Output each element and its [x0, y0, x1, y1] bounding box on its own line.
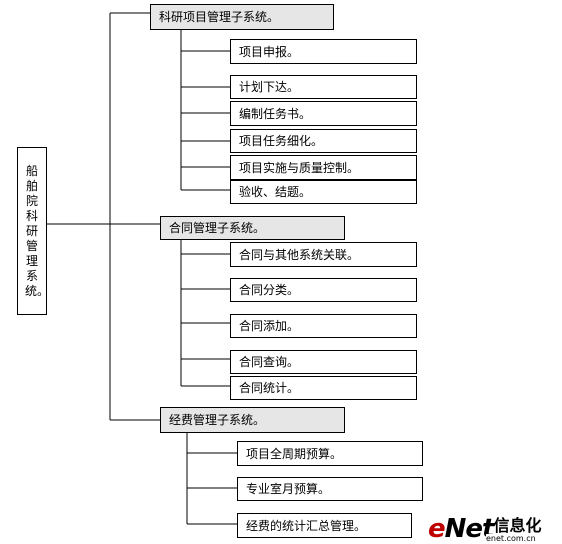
item-node: 合同分类。: [230, 278, 417, 302]
enet-watermark-logo: eNet信息化 enet.com.cn: [428, 512, 541, 544]
item-label: 编制任务书。: [239, 106, 312, 121]
subsystem-label: 科研项目管理子系统。: [159, 10, 280, 24]
item-node: 专业室月预算。: [237, 477, 423, 501]
item-node: 合同添加。: [230, 314, 417, 338]
subsystem-research-projects: 科研项目管理子系统。: [150, 4, 334, 30]
subsystem-label: 经费管理子系统。: [169, 413, 266, 427]
item-node: 项目全周期预算。: [237, 441, 423, 466]
item-node: 项目任务细化。: [230, 129, 417, 153]
subsystem-budget-management: 经费管理子系统。: [160, 407, 345, 433]
item-label: 合同与其他系统关联。: [239, 247, 360, 262]
subsystem-label: 合同管理子系统。: [169, 221, 266, 235]
item-label: 合同添加。: [239, 319, 300, 333]
root-label: 船舶院科研管理系统。: [25, 163, 50, 298]
item-label: 合同分类。: [239, 283, 300, 297]
item-node: 合同查询。: [230, 350, 417, 374]
item-node: 验收、结题。: [230, 180, 417, 204]
item-label: 项目实施与质量控制。: [239, 160, 360, 175]
item-node: 合同与其他系统关联。: [230, 242, 417, 267]
subsystem-contract-management: 合同管理子系统。: [160, 216, 345, 240]
item-label: 计划下达。: [239, 80, 300, 94]
item-label: 验收、结题。: [239, 185, 312, 199]
logo-cn-text: 信息化: [493, 516, 542, 535]
item-node: 项目申报。: [230, 39, 417, 64]
item-node: 项目实施与质量控制。: [230, 155, 417, 180]
logo-url: enet.com.cn: [486, 534, 536, 543]
item-node: 计划下达。: [230, 75, 417, 99]
item-label: 合同查询。: [239, 355, 300, 369]
item-label: 专业室月预算。: [246, 482, 331, 496]
item-label: 合同统计。: [239, 381, 300, 395]
item-label: 项目任务细化。: [239, 134, 324, 148]
item-node: 经费的统计汇总管理。: [237, 513, 412, 538]
root-node: 船舶院科研管理系统。: [17, 147, 50, 315]
item-label: 项目申报。: [239, 44, 300, 59]
item-node: 合同统计。: [230, 376, 417, 400]
logo-e: e: [428, 514, 446, 544]
item-label: 项目全周期预算。: [246, 446, 343, 461]
item-node: 编制任务书。: [230, 101, 417, 126]
item-label: 经费的统计汇总管理。: [246, 518, 367, 533]
